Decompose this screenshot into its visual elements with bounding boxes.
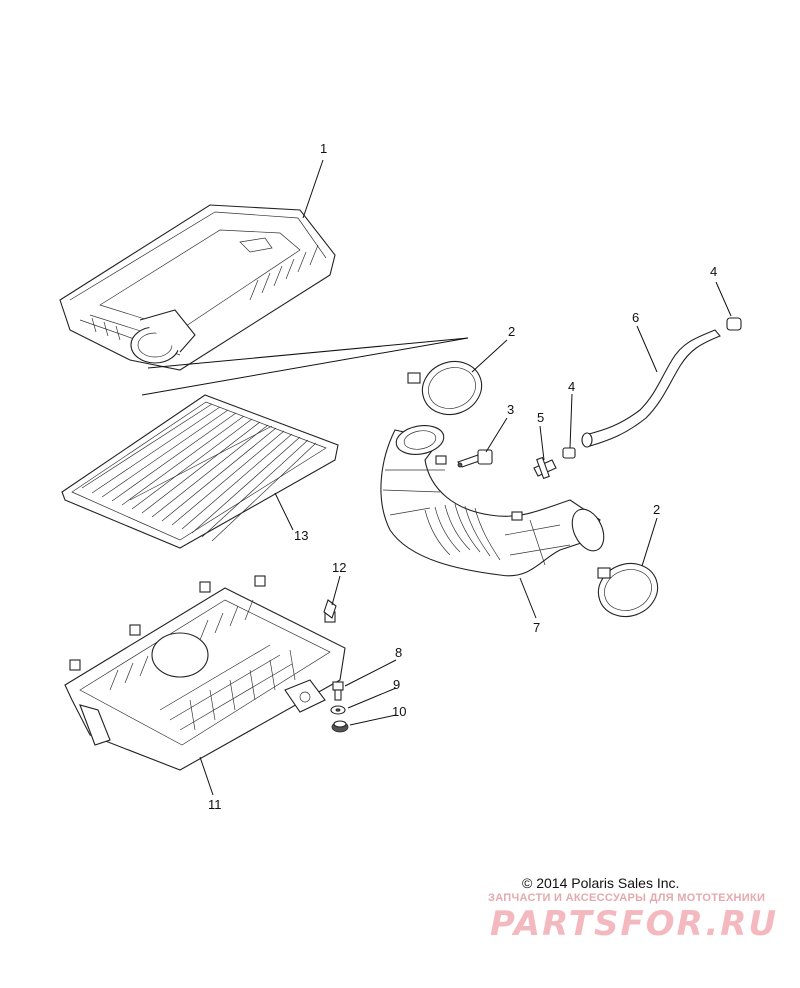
grommet [331, 720, 349, 733]
airbox-base [64, 575, 346, 771]
label-4a: 4 [710, 264, 717, 279]
label-5: 5 [537, 410, 544, 425]
label-11: 11 [208, 797, 222, 812]
label-6: 6 [632, 310, 639, 325]
label-8: 8 [395, 645, 402, 660]
airbox-cover [59, 204, 336, 371]
washer [330, 705, 346, 715]
bolt [332, 681, 344, 701]
clamp-upper [407, 360, 483, 416]
copyright-notice: © 2014 Polaris Sales Inc. [522, 875, 680, 891]
small-clamp-lower [562, 447, 576, 459]
label-3: 3 [507, 402, 514, 417]
leader-lines [141, 159, 732, 796]
clip [323, 599, 337, 619]
air-filter [61, 394, 339, 549]
label-13: 13 [294, 528, 308, 543]
label-1: 1 [320, 141, 327, 156]
label-10: 10 [392, 704, 406, 719]
clamp-lower [597, 562, 659, 618]
small-clamp-upper [726, 317, 742, 331]
label-2a: 2 [508, 324, 515, 339]
label-4b: 4 [568, 379, 575, 394]
label-2b: 2 [653, 502, 660, 517]
label-9: 9 [393, 677, 400, 692]
label-12: 12 [332, 560, 346, 575]
watermark-tagline: ЗАПЧАСТИ И АКСЕССУАРЫ ДЛЯ МОТОТЕХНИКИ [488, 892, 766, 904]
breather-hose [581, 329, 721, 448]
sensor [457, 449, 493, 468]
watermark-logo: PARTSFOR.RU [490, 904, 779, 944]
callout-labels: 1 2 2 3 4 4 5 6 7 8 9 10 11 12 13 [208, 141, 717, 812]
label-7: 7 [533, 620, 540, 635]
intake-duct [380, 425, 605, 577]
fitting [533, 456, 557, 480]
